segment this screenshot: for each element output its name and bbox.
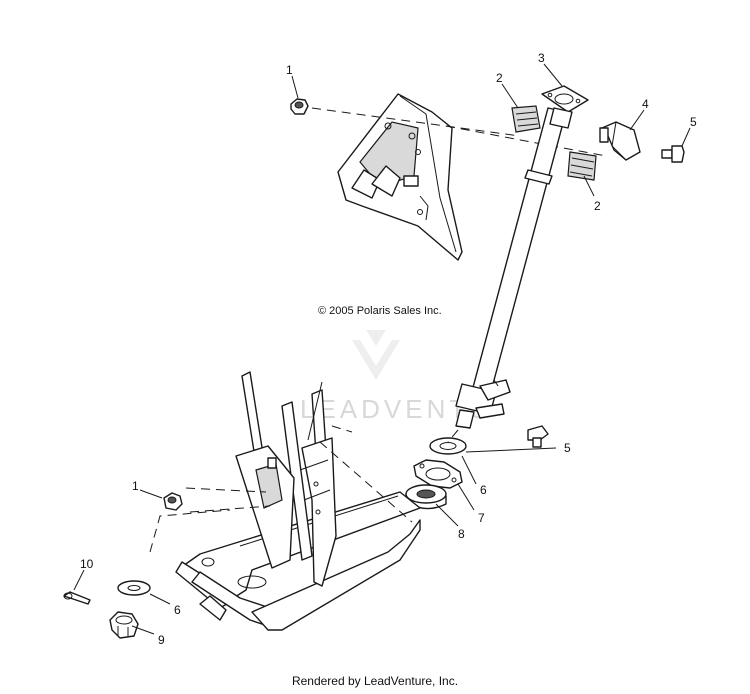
steering-post <box>455 107 567 429</box>
washer-middle <box>429 437 467 455</box>
nut-upper <box>290 98 309 115</box>
callout-5-upper: 5 <box>690 115 697 129</box>
callout-7: 7 <box>478 511 485 525</box>
bushing-clamp <box>599 121 641 161</box>
steering-post-top-plate <box>541 85 589 129</box>
alignment-line-lower-d <box>319 441 413 523</box>
washer-lower <box>117 580 151 596</box>
callout-2-left: 2 <box>496 71 503 85</box>
bolt-lower <box>527 425 549 448</box>
callout-1-lower: 1 <box>132 479 139 493</box>
alignment-line-lower-b <box>189 505 271 513</box>
bushing-half-left <box>511 105 541 133</box>
cotter-pin <box>63 591 91 605</box>
watermark-logo-icon <box>352 330 400 380</box>
upper-mount-bracket <box>337 93 463 261</box>
callout-6-middle: 6 <box>480 483 487 497</box>
callout-8: 8 <box>458 527 465 541</box>
callout-1-upper: 1 <box>286 63 293 77</box>
alignment-line-lower-c <box>149 509 231 553</box>
alignment-line-lower-a <box>185 487 267 493</box>
callout-3: 3 <box>538 51 545 65</box>
copyright-notice: © 2005 Polaris Sales Inc. <box>318 305 442 317</box>
castle-nut <box>109 611 139 639</box>
watermark-text: LEADVENTU <box>300 394 492 424</box>
alignment-line-upper <box>311 107 521 137</box>
alignment-line-lower-e <box>331 425 353 433</box>
callout-10: 10 <box>80 557 94 571</box>
flange-plate <box>413 459 463 489</box>
callout-2-right: 2 <box>594 199 601 213</box>
footer-rendered-by: Rendered by LeadVenture, Inc. <box>291 674 459 688</box>
bolt-upper <box>661 145 685 163</box>
frame-rails <box>235 371 337 587</box>
callout-9: 9 <box>158 633 165 647</box>
alignment-line-upper-right <box>445 125 607 157</box>
nut-lower <box>163 492 183 511</box>
bushing-half-right <box>567 151 597 181</box>
callout-6-lower: 6 <box>174 603 181 617</box>
leader-lines <box>73 63 691 635</box>
callout-5-lower: 5 <box>564 441 571 455</box>
alignment-line-post-washer <box>447 429 459 443</box>
callout-4: 4 <box>642 97 649 111</box>
